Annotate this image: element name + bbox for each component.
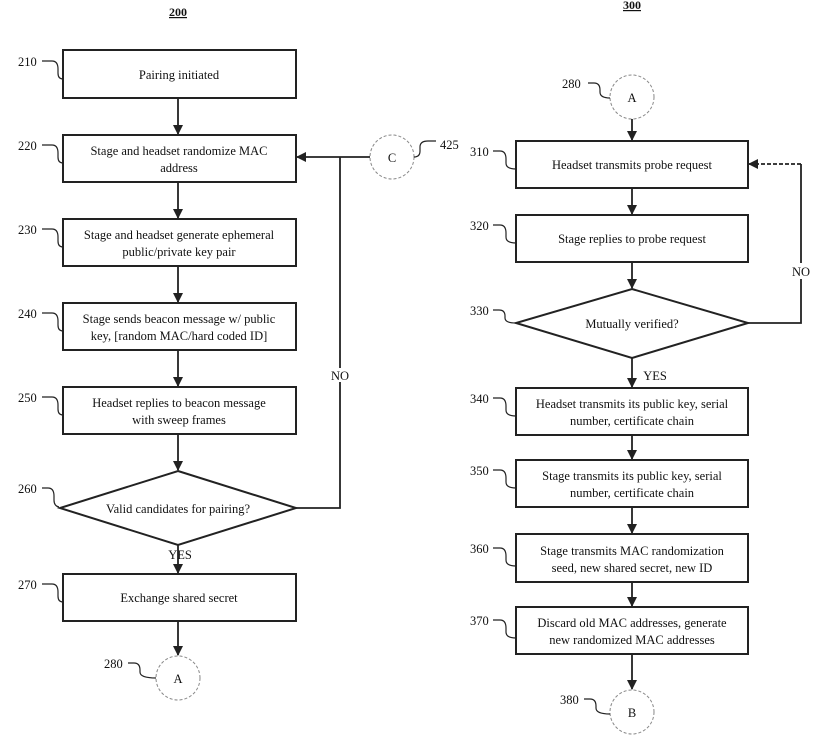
svg-text:A: A: [173, 672, 182, 686]
step-230: Stage and headset generate ephemeral pub…: [18, 218, 297, 267]
ref-number: 260: [18, 482, 37, 496]
step-210: Pairing initiated 210: [18, 49, 297, 99]
step-220: Stage and headset randomize MAC address …: [18, 134, 297, 183]
svg-text:C: C: [388, 151, 396, 165]
svg-text:Stage and headset randomize MA: Stage and headset randomize MAC: [90, 144, 267, 158]
ref-number: 270: [18, 578, 37, 592]
svg-text:Stage and headset generate eph: Stage and headset generate ephemeral: [84, 228, 275, 242]
svg-text:B: B: [628, 706, 636, 720]
ref-number: 240: [18, 307, 37, 321]
figure-300: 300 A 280 NO YES Headset transmits probe…: [470, 0, 814, 735]
ref-number: 280: [562, 77, 581, 91]
figure-title: 300: [623, 0, 641, 12]
ref-number: 360: [470, 542, 489, 556]
svg-text:seed, new shared secret, new I: seed, new shared secret, new ID: [552, 561, 713, 575]
step-270: Exchange shared secret 270: [18, 573, 297, 622]
svg-text:A: A: [627, 91, 636, 105]
ref-number: 380: [560, 693, 579, 707]
ref-number: 220: [18, 139, 37, 153]
step-370: Discard old MAC addresses, generate new …: [470, 606, 749, 655]
connector-c: C 425: [369, 134, 459, 180]
ref-number: 330: [470, 304, 489, 318]
step-250: Headset replies to beacon message with s…: [18, 386, 297, 435]
connector-b: B 380: [560, 689, 655, 735]
ref-number: 250: [18, 391, 37, 405]
no-loop-line: [296, 157, 341, 509]
ref-number: 210: [18, 55, 37, 69]
step-360: Stage transmits MAC randomization seed, …: [470, 533, 749, 583]
step-310: Headset transmits probe request 310: [470, 140, 749, 189]
step-240: Stage sends beacon message w/ public key…: [18, 302, 297, 351]
no-loop-line: [748, 164, 802, 324]
ref-number: 280: [104, 657, 123, 671]
ref-number: 310: [470, 145, 489, 159]
ref-number: 370: [470, 614, 489, 628]
svg-text:Valid candidates for pairing?: Valid candidates for pairing?: [106, 502, 250, 516]
svg-text:number, certificate chain: number, certificate chain: [570, 486, 695, 500]
svg-text:address: address: [160, 161, 198, 175]
svg-text:Pairing initiated: Pairing initiated: [139, 68, 220, 82]
connector-a-out: A 280: [104, 655, 201, 701]
ref-number: 425: [440, 138, 459, 152]
svg-text:Headset transmits its public k: Headset transmits its public key, serial: [536, 397, 729, 411]
svg-text:Stage sends beacon message w/: Stage sends beacon message w/ public: [83, 312, 276, 326]
svg-text:Discard old MAC addresses, gen: Discard old MAC addresses, generate: [537, 616, 727, 630]
svg-text:key, [random MAC/hard coded ID: key, [random MAC/hard coded ID]: [91, 329, 268, 343]
step-320: Stage replies to probe request 320: [470, 214, 749, 263]
figure-200: 200 NO YES Pairing initiated 210 Stage a…: [18, 5, 459, 701]
yes-label: YES: [168, 548, 192, 562]
svg-text:Stage replies to probe request: Stage replies to probe request: [558, 232, 706, 246]
svg-text:with sweep frames: with sweep frames: [132, 413, 226, 427]
ref-number: 350: [470, 464, 489, 478]
svg-text:Headset replies to beacon mess: Headset replies to beacon message: [92, 396, 266, 410]
svg-text:Stage transmits its public key: Stage transmits its public key, serial: [542, 469, 722, 483]
yes-label: YES: [643, 369, 667, 383]
decision-260: Valid candidates for pairing? 260: [18, 469, 300, 547]
ref-number: 340: [470, 392, 489, 406]
svg-text:Stage transmits MAC randomizat: Stage transmits MAC randomization: [540, 544, 724, 558]
ref-number: 320: [470, 219, 489, 233]
figure-title: 200: [169, 5, 187, 19]
svg-text:Mutually verified?: Mutually verified?: [585, 317, 679, 331]
svg-text:number, certificate chain: number, certificate chain: [570, 414, 695, 428]
svg-text:public/private key pair: public/private key pair: [122, 245, 236, 259]
ref-number: 230: [18, 223, 37, 237]
svg-text:Exchange shared secret: Exchange shared secret: [120, 591, 238, 605]
connector-a-in: A 280: [562, 74, 655, 120]
step-350: Stage transmits its public key, serial n…: [470, 459, 749, 508]
step-340: Headset transmits its public key, serial…: [470, 387, 749, 436]
svg-text:Headset transmits probe reques: Headset transmits probe request: [552, 158, 713, 172]
no-label: NO: [792, 265, 810, 279]
no-label: NO: [331, 369, 349, 383]
svg-text:new randomized MAC addresses: new randomized MAC addresses: [549, 633, 715, 647]
decision-330: Mutually verified? 330: [470, 287, 752, 360]
